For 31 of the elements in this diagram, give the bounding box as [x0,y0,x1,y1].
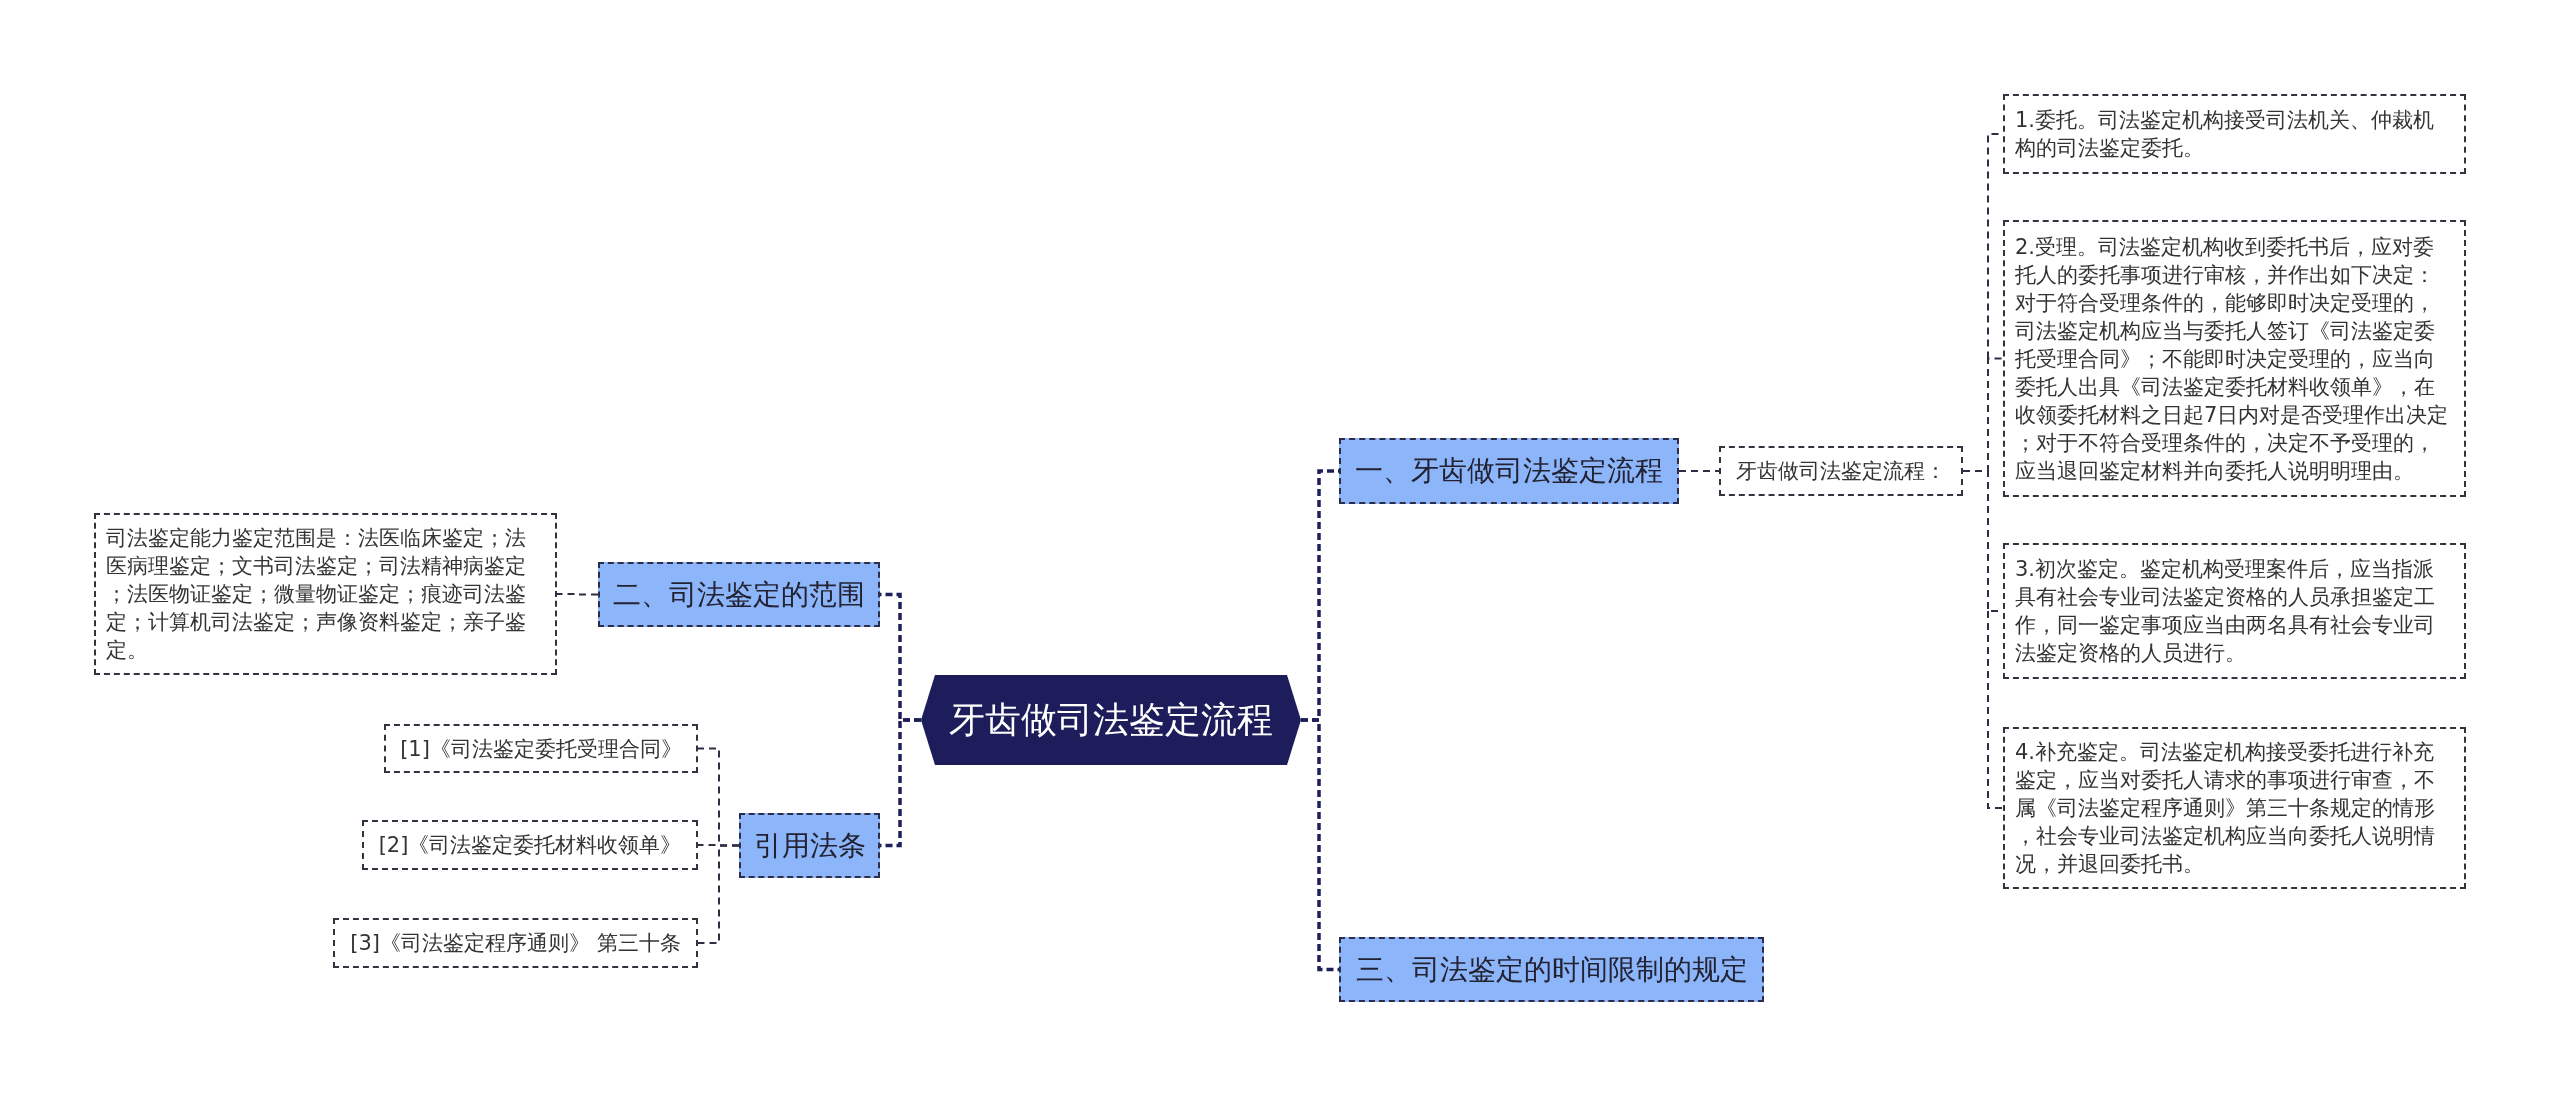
branch-topic-label: 一、牙齿做司法鉴定流程 [1355,454,1663,488]
connector-line [1678,470,1720,472]
subtopic-label: [2]《司法鉴定委托材料收领单》 [378,832,682,858]
subtopic-box [333,918,698,968]
subtopic-label: 牙齿做司法鉴定流程： [1736,458,1946,484]
note-box [2003,94,2466,174]
branch-topic-box [739,813,880,878]
note-box [2003,727,2466,889]
branch-topic-label: 二、司法鉴定的范围 [613,577,865,612]
connector-line [697,844,740,944]
connector-line [1301,718,1339,972]
branch-topic-box [1339,438,1679,504]
branch-topic-label: 引用法条 [753,828,866,863]
note-text: 司法鉴定能力鉴定范围是：法医临床鉴定；法医病理鉴定；文书司法鉴定；司法精神病鉴定；法医物证鉴定；微量物证鉴定；痕迹司法鉴定；计算机司法鉴定；声像资料鉴定；亲子鉴定。 [106,525,527,664]
subtopic-box [362,820,698,870]
central-topic-title: 牙齿做司法鉴定流程 [949,698,1273,742]
branch-topic-box [1339,937,1764,1002]
subtopic-label: [1]《司法鉴定委托受理合同》 [400,735,682,762]
subtopic-label: [3]《司法鉴定程序通则》 第三十条 [350,930,681,956]
subtopic-box [1719,446,1963,496]
connector-line [556,593,599,596]
note-box [94,513,557,675]
subtopic-box [384,724,698,773]
branch-topic-box [598,562,880,627]
note-text: 2.受理。司法鉴定机构收到委托书后，应对委托人的委托事项进行审核，并作出如下决定：对于符合受理条件的，能够即时决定受理的，司法鉴定机构应当与委托人签订《司法鉴定委托受理合同》；不能即时决定受理的，应当向委托人出具《司法鉴定委托材料收领单》，在收领委托材料之日起7日内对是否受理作出决定；对于不符合受理条件的，决定不予受理的，应当退回鉴定材料并向委托人说明明理由。 [2015,233,2450,485]
branch-topic-label: 三、司法鉴定的时间限制的规定 [1355,952,1748,987]
note-text: 4.补充鉴定。司法鉴定机构接受委托进行补充鉴定，应当对委托人请求的事项进行审查，不属《司法鉴定程序通则》第三十条规定的情形，社会专业司法鉴定机构应当向委托人说明情况，并退回委托书。 [2015,739,2436,878]
central-topic-hexagon [921,675,1301,765]
note-text: 1.委托。司法鉴定机构接受司法机关、仲裁机构的司法鉴定委托。 [2015,107,2436,162]
note-box [2003,543,2466,679]
note-text: 3.初次鉴定。鉴定机构受理案件后，应当指派具有社会专业司法鉴定资格的人员承担鉴定工作，同一鉴定事项应当由两名具有社会专业司法鉴定资格的人员进行。 [2015,556,2436,667]
